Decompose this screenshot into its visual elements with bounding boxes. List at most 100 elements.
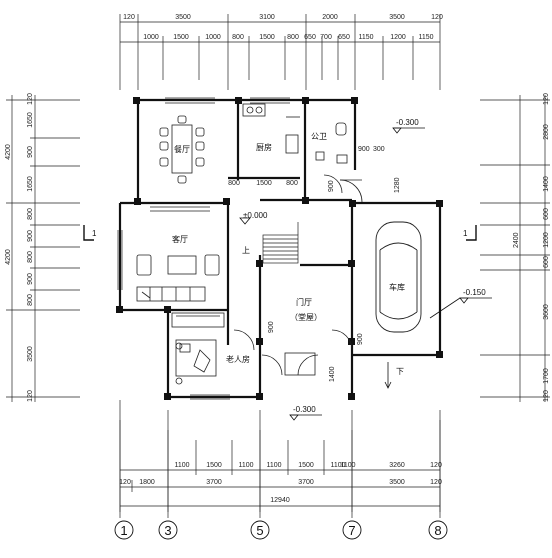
left-detail-value: 3500 — [27, 346, 34, 362]
bot-row1-value: 1100 — [340, 462, 355, 469]
kitchen-dim-2: 1500 — [256, 180, 272, 187]
axis-label: 3 — [164, 523, 171, 538]
axis-circle — [158, 520, 178, 540]
top-row2-value: 700 — [320, 34, 332, 41]
right-dim-2400: 2400 — [513, 232, 520, 248]
room-label-foyer: 门厅 — [296, 297, 312, 307]
axis-circle — [342, 520, 362, 540]
left-detail-value: 900 — [27, 273, 34, 285]
kitchen-dim-3: 800 — [286, 180, 298, 187]
bot-row1-value: 1100 — [330, 462, 345, 469]
top-row1-value: 3500 — [389, 14, 405, 21]
left-detail-value: 900 — [27, 146, 34, 158]
top-row2-value: 1150 — [358, 34, 373, 41]
door-dim-900-toilet: 900 — [328, 180, 335, 192]
top-row1-value: 120 — [431, 14, 443, 21]
left-detail-value: 800 — [27, 208, 34, 220]
elder-room-furniture — [171, 312, 255, 385]
right-detail-value: 120 — [543, 93, 550, 105]
bot-row1-value: 1500 — [298, 462, 314, 469]
toilet-dim-900: 900 — [358, 146, 370, 153]
bot-row2-value: 3500 — [389, 479, 405, 486]
door-dim-900-foyer: 900 — [357, 333, 364, 345]
foyer-doors — [261, 329, 353, 376]
living-furniture — [136, 254, 220, 302]
top-row1-value: 3100 — [259, 14, 275, 21]
toilet-dim-300: 300 — [373, 146, 385, 153]
top-row2-value: 650 — [338, 34, 350, 41]
right-detail-value: 600 — [543, 256, 550, 268]
right-detail-value: 2800 — [543, 124, 550, 140]
section-mark-right: 1 — [463, 229, 468, 238]
level-minus-150: -0.150 — [463, 288, 486, 297]
section-mark-left: 1 — [92, 229, 97, 238]
top-row2-value: 1000 — [143, 34, 159, 41]
room-label-foyer-sub: （堂屋） — [290, 312, 322, 322]
top-row2-value: 1200 — [390, 34, 406, 41]
stair-up-label: 上 — [242, 246, 250, 255]
axis-label: 1 — [120, 523, 127, 538]
top-row1-value: 120 — [123, 14, 135, 21]
bot-row1-value: 3260 — [389, 462, 405, 469]
top-row2-value: 800 — [232, 34, 244, 41]
bot-row2-value: 120 — [119, 479, 131, 486]
toilet-fixtures — [315, 122, 363, 203]
room-label-elder: 老人房 — [226, 354, 250, 364]
top-row1-value: 2000 — [322, 14, 338, 21]
top-row2-value: 1150 — [418, 34, 433, 41]
level-zero: ±0.000 — [243, 211, 268, 220]
right-detail-value: 1200 — [543, 232, 550, 248]
bot-row1-value: 1100 — [266, 462, 281, 469]
left-dimension-main: 4200 4200 — [5, 144, 12, 265]
dining-table — [159, 115, 205, 184]
left-detail-value: 1650 — [27, 112, 34, 128]
left-detail-value: 800 — [27, 294, 34, 306]
bot-row2-value: 120 — [430, 479, 442, 486]
door-dim-1400: 1400 — [329, 366, 336, 382]
right-dim-1280: 1280 — [394, 177, 401, 193]
room-label-kitchen: 厨房 — [256, 142, 272, 152]
top-dimension-row-1: 120 3500 3100 2000 3500 120 — [123, 14, 443, 21]
top-row2-value: 800 — [287, 34, 299, 41]
top-row2-value: 1000 — [205, 34, 221, 41]
down-label: 下 — [396, 367, 404, 376]
top-row2-value: 1500 — [173, 34, 189, 41]
axis-circle — [250, 520, 270, 540]
top-row2-value: 650 — [304, 34, 316, 41]
axis-circle — [428, 520, 448, 540]
bot-row1-value: 120 — [430, 462, 442, 469]
right-detail-value: 1400 — [543, 176, 550, 192]
axis-circle — [114, 520, 134, 540]
left-detail-value: 900 — [27, 230, 34, 242]
left-main-value: 4200 — [5, 249, 12, 265]
left-detail-value: 800 — [27, 251, 34, 263]
bot-row1-value: 1100 — [238, 462, 253, 469]
kitchen-dim-1: 800 — [228, 180, 240, 187]
room-label-garage: 车库 — [389, 282, 405, 292]
top-dimension-row-2: 1000 1500 1000 800 1500 800 650 700 650 1150 1200 1… — [143, 34, 433, 41]
room-label-toilet: 公卫 — [311, 132, 327, 141]
kitchen-fixtures — [242, 103, 300, 154]
left-main-value: 4200 — [5, 144, 12, 160]
room-label-dining: 餐厅 — [174, 145, 190, 154]
bot-row1-value: 1500 — [206, 462, 222, 469]
level-minus-300-bottom: -0.300 — [293, 405, 316, 414]
door-dim-900-elder: 900 — [268, 321, 275, 333]
axis-label: 7 — [348, 523, 355, 538]
right-detail-value: 3600 — [543, 304, 550, 320]
left-detail-value: 120 — [27, 390, 34, 402]
bot-row2-value: 3700 — [298, 479, 314, 486]
room-label-living: 客厅 — [172, 234, 188, 244]
right-detail-value: 120 — [543, 390, 550, 402]
top-row1-value: 3500 — [175, 14, 191, 21]
top-row2-value: 1500 — [259, 34, 275, 41]
total-width-dimension: 12940 — [270, 497, 290, 504]
bot-row1-value: 1100 — [174, 462, 189, 469]
axis-label: 8 — [434, 523, 441, 538]
right-detail-value: 1700 — [543, 368, 550, 384]
